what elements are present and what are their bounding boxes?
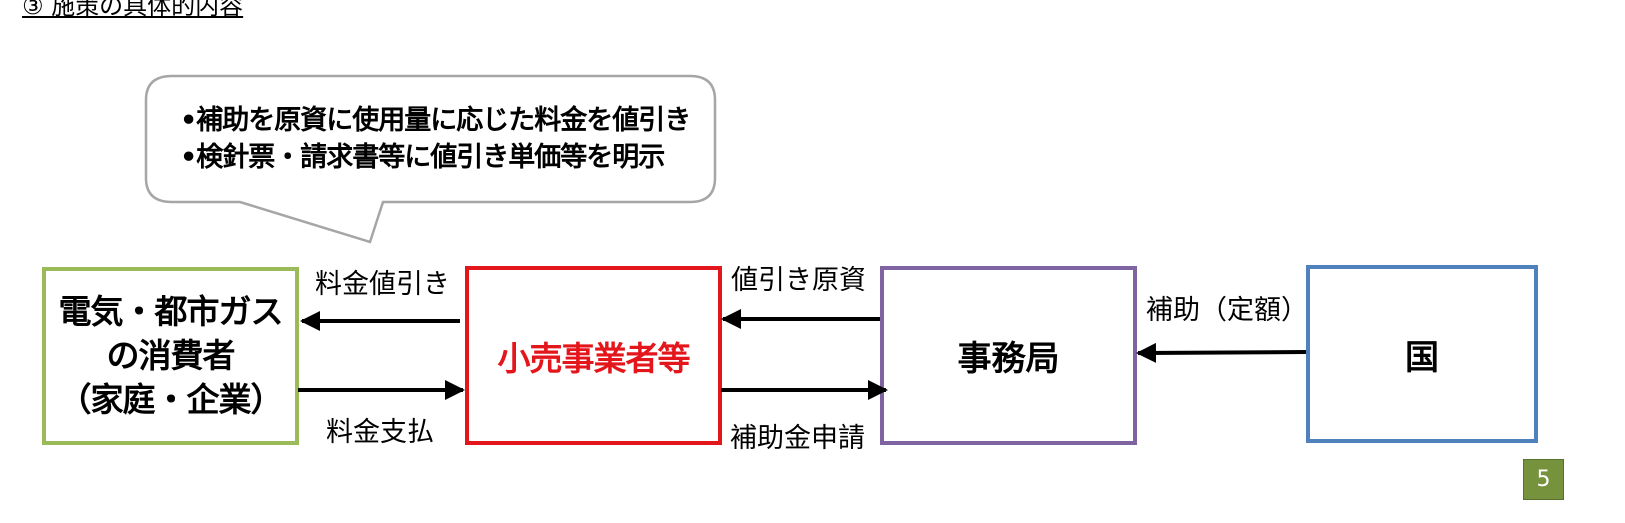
office-node: 事務局	[880, 266, 1137, 445]
flow-label-discount-funds: 値引き原資	[731, 265, 866, 296]
country-label: 国	[1405, 337, 1439, 378]
office-label: 事務局	[957, 339, 1060, 379]
flow-label-payment: 料金支払	[326, 417, 434, 448]
retailer-label: 小売事業者等	[497, 338, 691, 378]
flow-label-subsidy-fixed: 補助（定額）	[1146, 295, 1308, 326]
callout-line: •補助を原資に使用量に応じた料金を値引き	[180, 105, 691, 136]
callout-text: •補助を原資に使用量に応じた料金を値引き •検針票・請求書等に値引き単価等を明示	[180, 102, 720, 176]
page-heading: ③ 施策の具体的内容	[22, 0, 244, 20]
arrow-country-to-office	[1136, 342, 1307, 363]
flow-label-discount: 料金値引き	[315, 269, 450, 300]
consumer-node: 電気・都市ガス の消費者 （家庭・企業）	[42, 267, 299, 445]
consumer-label-line: （家庭・企業）	[58, 380, 284, 419]
country-node: 国	[1306, 265, 1538, 443]
flow-label-subsidy-application: 補助金申請	[730, 423, 865, 454]
consumer-label-line: 電気・都市ガス	[58, 292, 284, 331]
page-number-badge: 5	[1523, 459, 1564, 500]
retailer-node: 小売事業者等	[465, 266, 722, 445]
callout-line: •検針票・請求書等に値引き単価等を明示	[180, 142, 665, 173]
consumer-label-line: の消費者	[106, 336, 236, 375]
